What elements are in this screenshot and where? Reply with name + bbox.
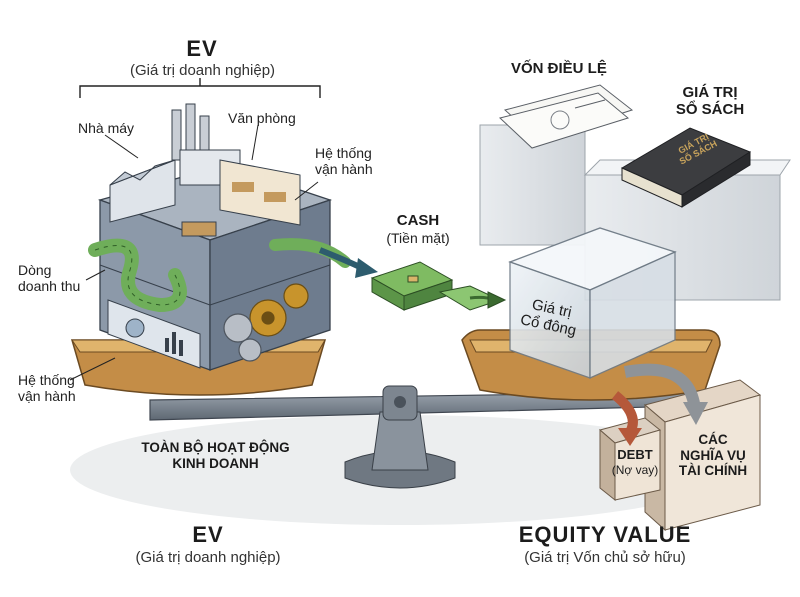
- fulcrum-pin: [394, 396, 406, 408]
- bottom-ev-title: EV: [192, 522, 224, 547]
- dashboard-panel: [107, 299, 201, 369]
- top-ev-title: EV: [186, 36, 218, 61]
- fulcrum-stand: [371, 411, 429, 471]
- charter-capital-label: VỐN ĐIỀU LỆ: [511, 60, 607, 77]
- ops-system-top-label: Hệ thống vận hành: [315, 145, 373, 178]
- business-building: [88, 103, 333, 371]
- bottom-ev-subtitle: (Giá trị doanh nghiệp): [135, 549, 281, 566]
- obligations-arrow: [623, 363, 701, 411]
- obligations-box: [643, 379, 762, 532]
- charter-documents: [498, 84, 634, 149]
- leader-lines: [69, 124, 319, 381]
- debt-subtitle: (Nợ vay): [611, 463, 659, 477]
- top-ev-subtitle: (Giá trị doanh nghiệp): [129, 62, 276, 79]
- book-value-book: [620, 127, 752, 208]
- office-label: Văn phòng: [228, 110, 296, 126]
- whole-business-label: TOÀN BỘ HOẠT ĐỘNG KINH DOANH: [141, 440, 290, 471]
- gears: [223, 283, 309, 362]
- book-value-label: GIÁ TRỊ SỔ SÁCH: [675, 84, 745, 119]
- debt-title: DEBT: [617, 447, 653, 462]
- factory: [109, 103, 241, 223]
- ops-system-left-label: Hệ thống vận hành: [18, 372, 76, 405]
- debt-box: [598, 417, 662, 502]
- cash-subtitle: (Tiền mặt): [386, 230, 450, 246]
- factory-label: Nhà máy: [78, 120, 135, 136]
- office: [181, 159, 301, 237]
- cash-title: CASH: [396, 212, 440, 229]
- revenue-label: Dòng doanh thu: [18, 262, 81, 295]
- equity-value-subtitle: (Giá trị Vốn chủ sở hữu): [524, 549, 686, 566]
- equity-value-title: EQUITY VALUE: [518, 522, 692, 547]
- shareholder-glass-cube: [508, 227, 677, 380]
- ev-bracket: [79, 78, 321, 98]
- cash-stacks: [370, 261, 507, 311]
- obligations-label: CÁC NGHĨA VỤ TÀI CHÍNH: [678, 432, 748, 479]
